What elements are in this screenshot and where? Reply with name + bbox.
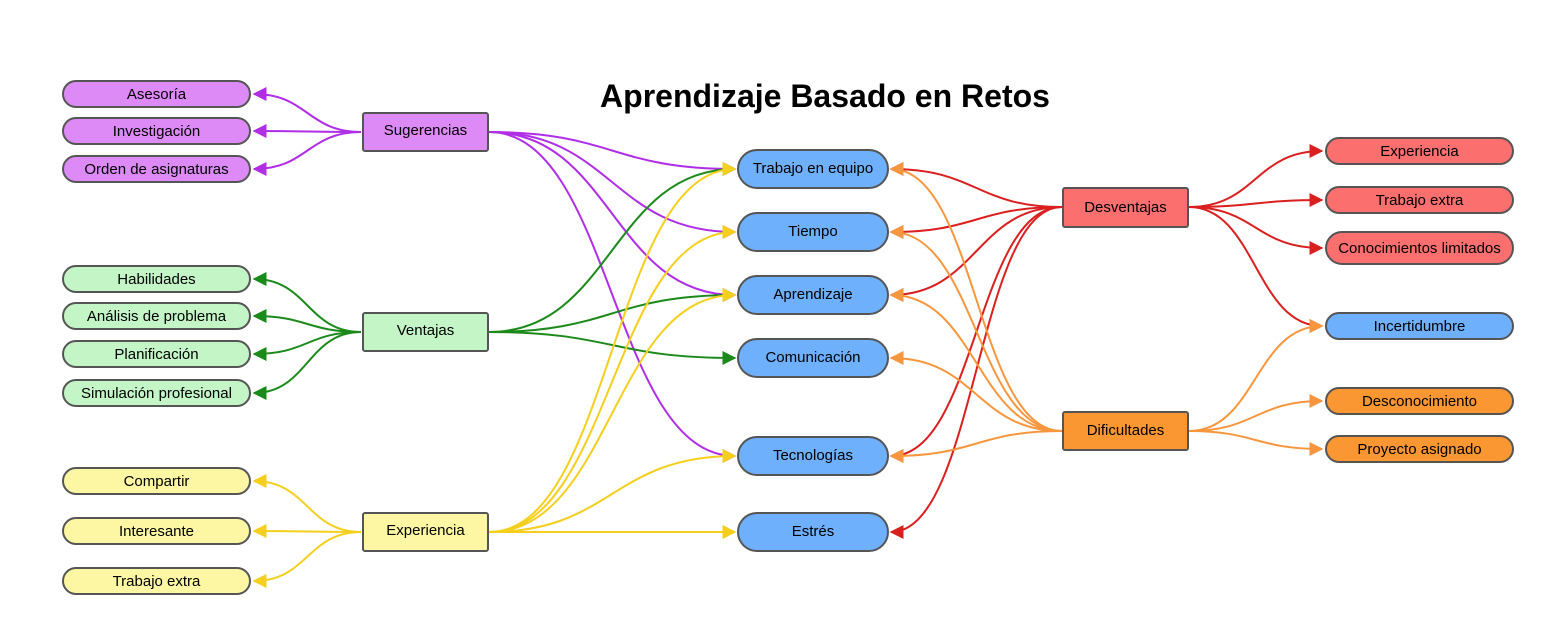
svg-text:Ventajas: Ventajas bbox=[397, 322, 455, 339]
svg-text:Interesante: Interesante bbox=[119, 523, 194, 540]
svg-text:Investigación: Investigación bbox=[113, 123, 201, 140]
edge-desventajas-to-right-3 bbox=[1188, 206, 1324, 333]
edge-experiencia-to-leaf-1 bbox=[252, 524, 362, 539]
hub-dificultades: Dificultades bbox=[1062, 411, 1189, 451]
svg-text:Desventajas: Desventajas bbox=[1084, 199, 1167, 216]
svg-text:Orden de asignaturas: Orden de asignaturas bbox=[84, 161, 228, 178]
hub-ventajas: Ventajas bbox=[362, 312, 489, 352]
leaf-investigacion: Investigación bbox=[62, 117, 251, 145]
svg-text:Habilidades: Habilidades bbox=[117, 271, 195, 288]
svg-text:Trabajo extra: Trabajo extra bbox=[113, 573, 201, 590]
svg-text:Análisis de problema: Análisis de problema bbox=[87, 308, 227, 325]
edge-dificultades-to-center-0 bbox=[889, 162, 1063, 432]
svg-text:Conocimientos limitados: Conocimientos limitados bbox=[1338, 240, 1501, 257]
center-trabajo-en-equipo: Trabajo en equipo bbox=[737, 149, 889, 189]
edge-dificultades-to-right-1 bbox=[1188, 394, 1324, 432]
edge-experiencia-to-center-2 bbox=[488, 288, 737, 533]
center-comunicacion: Comunicación bbox=[737, 338, 889, 378]
edge-sugerencias-to-center-0 bbox=[488, 131, 737, 176]
svg-text:Incertidumbre: Incertidumbre bbox=[1374, 318, 1466, 335]
connector-lines bbox=[252, 87, 1324, 588]
hub-desventajas: Desventajas bbox=[1062, 187, 1189, 228]
center-tecnologias: Tecnologías bbox=[737, 436, 889, 476]
svg-text:Experiencia: Experiencia bbox=[386, 522, 465, 539]
edge-desventajas-to-center-1 bbox=[889, 206, 1063, 239]
svg-text:Trabajo extra: Trabajo extra bbox=[1376, 192, 1464, 209]
center-aprendizaje: Aprendizaje bbox=[737, 275, 889, 315]
leaf-orden-de-asignaturas: Orden de asignaturas bbox=[62, 155, 251, 183]
leaf-asesoria: Asesoría bbox=[62, 80, 251, 108]
center-tiempo: Tiempo bbox=[737, 212, 889, 252]
edge-ventajas-to-center-2 bbox=[488, 288, 737, 333]
edge-sugerencias-to-leaf-2 bbox=[252, 131, 362, 176]
svg-text:Simulación profesional: Simulación profesional bbox=[81, 385, 232, 402]
svg-text:Desconocimiento: Desconocimiento bbox=[1362, 393, 1477, 410]
svg-text:Tecnologías: Tecnologías bbox=[773, 447, 853, 464]
leaf-simulacion-profesional: Simulación profesional bbox=[62, 379, 251, 407]
edge-ventajas-to-center-0 bbox=[488, 162, 737, 333]
svg-text:Experiencia: Experiencia bbox=[1380, 143, 1459, 160]
edge-desventajas-to-right-2 bbox=[1188, 206, 1324, 255]
edge-experiencia-to-center-1 bbox=[488, 225, 737, 533]
edge-ventajas-to-leaf-3 bbox=[252, 331, 362, 400]
edge-experiencia-to-leaf-0 bbox=[252, 474, 362, 533]
leaf-desconocimiento: Desconocimiento bbox=[1325, 387, 1514, 415]
svg-text:Estrés: Estrés bbox=[792, 523, 835, 540]
svg-text:Comunicación: Comunicación bbox=[765, 349, 860, 366]
edge-ventajas-to-center-3 bbox=[488, 331, 737, 365]
edge-experiencia-to-center-4 bbox=[488, 449, 737, 533]
leaf-compartir: Compartir bbox=[62, 467, 251, 495]
edge-sugerencias-to-leaf-1 bbox=[252, 124, 362, 139]
leaf-interesante: Interesante bbox=[62, 517, 251, 545]
edge-dificultades-to-right-2 bbox=[1188, 430, 1324, 456]
edge-sugerencias-to-leaf-0 bbox=[252, 87, 362, 133]
leaf-analisis-de-problema: Análisis de problema bbox=[62, 302, 251, 330]
edge-dificultades-to-right-0 bbox=[1188, 319, 1324, 432]
svg-text:Trabajo en equipo: Trabajo en equipo bbox=[753, 160, 873, 177]
svg-text:Proyecto asignado: Proyecto asignado bbox=[1357, 441, 1481, 458]
svg-text:Aprendizaje: Aprendizaje bbox=[773, 286, 852, 303]
edge-experiencia-to-leaf-2 bbox=[252, 531, 362, 588]
edge-experiencia-to-center-0 bbox=[488, 162, 737, 533]
diagram-title: Aprendizaje Basado en Retos bbox=[600, 78, 1050, 114]
hub-sugerencias: Sugerencias bbox=[362, 112, 489, 152]
hub-experiencia: Experiencia bbox=[362, 512, 489, 552]
edge-desventajas-to-right-1 bbox=[1188, 193, 1324, 208]
edge-desventajas-to-center-5 bbox=[889, 206, 1063, 539]
edge-dificultades-to-center-1 bbox=[889, 225, 1063, 432]
svg-text:Tiempo: Tiempo bbox=[788, 223, 837, 240]
svg-text:Sugerencias: Sugerencias bbox=[384, 122, 467, 139]
edge-dificultades-to-center-4 bbox=[889, 430, 1063, 463]
leaf-incertidumbre: Incertidumbre bbox=[1325, 312, 1514, 340]
leaf-trabajo-extra-left: Trabajo extra bbox=[62, 567, 251, 595]
edge-sugerencias-to-center-1 bbox=[488, 131, 737, 239]
edge-ventajas-to-leaf-2 bbox=[252, 331, 362, 361]
edge-desventajas-to-center-2 bbox=[889, 206, 1063, 302]
edge-sugerencias-to-center-4 bbox=[488, 131, 737, 463]
edge-ventajas-to-leaf-0 bbox=[252, 272, 362, 333]
leaf-conocimientos-limitados: Conocimientos limitados bbox=[1325, 231, 1514, 265]
leaf-trabajo-extra-right: Trabajo extra bbox=[1325, 186, 1514, 214]
leaf-experiencia-right: Experiencia bbox=[1325, 137, 1514, 165]
edge-desventajas-to-right-0 bbox=[1188, 144, 1324, 208]
edge-desventajas-to-center-0 bbox=[889, 162, 1063, 208]
center-estres: Estrés bbox=[737, 512, 889, 552]
svg-text:Dificultades: Dificultades bbox=[1087, 422, 1165, 439]
leaf-habilidades: Habilidades bbox=[62, 265, 251, 293]
leaf-proyecto-asignado: Proyecto asignado bbox=[1325, 435, 1514, 463]
svg-text:Compartir: Compartir bbox=[124, 473, 190, 490]
edge-dificultades-to-center-2 bbox=[889, 288, 1063, 432]
edge-ventajas-to-leaf-1 bbox=[252, 309, 362, 333]
leaf-planificacion: Planificación bbox=[62, 340, 251, 368]
svg-text:Planificación: Planificación bbox=[114, 346, 198, 363]
edge-dificultades-to-center-3 bbox=[889, 351, 1063, 432]
edge-sugerencias-to-center-2 bbox=[488, 131, 737, 302]
svg-text:Asesoría: Asesoría bbox=[127, 86, 187, 103]
